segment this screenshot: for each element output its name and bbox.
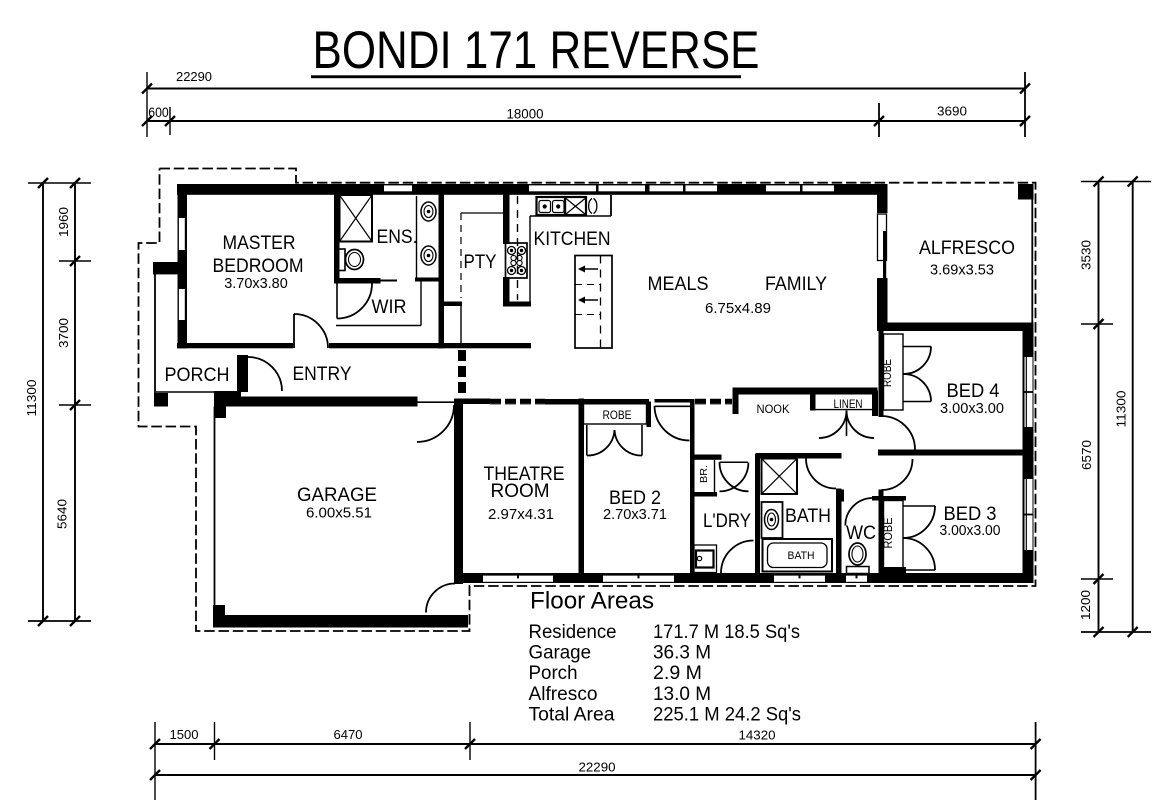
svg-text:NOOK: NOOK <box>757 402 790 416</box>
svg-text:3.70x3.80: 3.70x3.80 <box>224 276 288 292</box>
svg-text:MASTER: MASTER <box>223 233 296 254</box>
svg-text:11300: 11300 <box>24 380 39 417</box>
svg-text:ENS.: ENS. <box>377 227 418 248</box>
svg-text:Alfresco: Alfresco <box>529 684 598 705</box>
svg-text:3690: 3690 <box>937 104 967 119</box>
svg-text:ROOM: ROOM <box>491 481 550 502</box>
svg-text:BATH: BATH <box>788 550 815 562</box>
svg-text:PTY: PTY <box>464 252 497 273</box>
svg-text:600: 600 <box>148 105 169 120</box>
svg-text:2.97x4.31: 2.97x4.31 <box>488 507 554 523</box>
svg-text:36.3 M: 36.3 M <box>653 643 711 664</box>
svg-text:FAMILY: FAMILY <box>765 274 827 295</box>
svg-text:BR.: BR. <box>699 465 710 483</box>
svg-text:3.00x3.00: 3.00x3.00 <box>940 523 1001 539</box>
svg-text:Porch: Porch <box>529 663 578 684</box>
svg-text:BED 4: BED 4 <box>947 381 1000 402</box>
svg-text:3.69x3.53: 3.69x3.53 <box>930 263 994 279</box>
svg-text:BED 3: BED 3 <box>944 504 997 525</box>
svg-text:ROBE: ROBE <box>880 359 894 387</box>
svg-text:KITCHEN: KITCHEN <box>534 229 611 250</box>
svg-text:PORCH: PORCH <box>165 365 230 386</box>
svg-text:13.0 M: 13.0 M <box>653 684 711 705</box>
svg-text:14320: 14320 <box>739 728 776 743</box>
svg-text:6470: 6470 <box>334 727 363 742</box>
svg-text:22290: 22290 <box>579 760 616 775</box>
svg-text:THEATRE: THEATRE <box>484 464 565 485</box>
svg-text:BEDROOM: BEDROOM <box>213 256 304 277</box>
svg-text:WC: WC <box>846 523 876 544</box>
svg-text:6.75x4.89: 6.75x4.89 <box>705 301 771 317</box>
svg-text:BED 2: BED 2 <box>609 488 661 509</box>
svg-text:1500: 1500 <box>170 727 199 742</box>
svg-text:18000: 18000 <box>507 107 544 122</box>
svg-text:ROBE: ROBE <box>881 518 895 549</box>
svg-text:22290: 22290 <box>176 70 212 84</box>
svg-text:LINEN: LINEN <box>834 397 863 411</box>
svg-text:GARAGE: GARAGE <box>297 485 377 506</box>
svg-text:ENTRY: ENTRY <box>293 364 352 385</box>
svg-text:1200: 1200 <box>1078 590 1093 620</box>
svg-text:MEALS: MEALS <box>648 274 709 295</box>
svg-text:L'DRY: L'DRY <box>703 511 751 532</box>
svg-text:ALFRESCO: ALFRESCO <box>919 238 1015 259</box>
svg-text:Garage: Garage <box>529 643 592 664</box>
svg-text:Residence: Residence <box>529 622 617 643</box>
svg-text:Total Area: Total Area <box>529 705 615 726</box>
svg-text:11300: 11300 <box>1114 391 1129 428</box>
svg-text:3530: 3530 <box>1079 240 1094 270</box>
svg-text:BONDI 171 REVERSE: BONDI 171 REVERSE <box>313 21 760 80</box>
svg-text:WIR: WIR <box>372 297 407 318</box>
svg-text:6.00x5.51: 6.00x5.51 <box>306 506 372 522</box>
svg-text:3700: 3700 <box>56 318 71 348</box>
svg-text:171.7 M 18.5 Sq's: 171.7 M 18.5 Sq's <box>653 622 800 643</box>
svg-text:5640: 5640 <box>55 499 70 529</box>
svg-text:Floor Areas: Floor Areas <box>530 588 654 615</box>
svg-text:2.9 M: 2.9 M <box>653 663 702 684</box>
svg-text:6570: 6570 <box>1079 440 1094 470</box>
svg-text:3.00x3.00: 3.00x3.00 <box>940 401 1004 417</box>
svg-text:2.70x3.71: 2.70x3.71 <box>603 507 667 523</box>
svg-text:BATH: BATH <box>785 506 831 527</box>
svg-text:225.1 M 24.2 Sq's: 225.1 M 24.2 Sq's <box>653 705 801 726</box>
svg-text:ROBE: ROBE <box>603 408 632 422</box>
svg-text:1960: 1960 <box>56 207 71 237</box>
